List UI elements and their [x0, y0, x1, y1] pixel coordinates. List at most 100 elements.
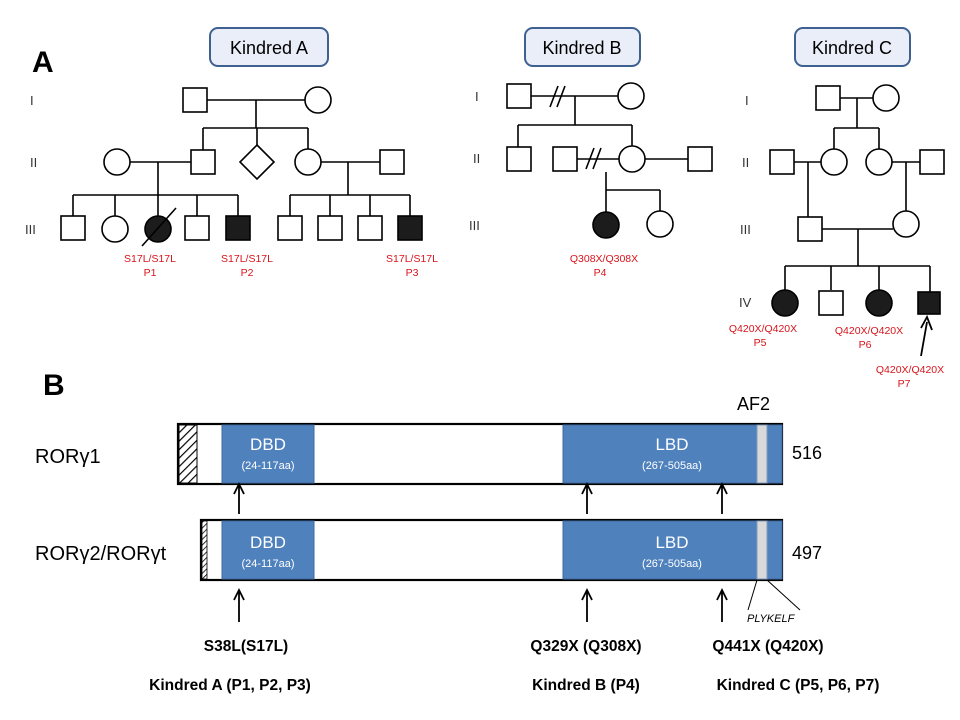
affected-female-symbol: [592, 211, 620, 239]
affected-male-symbol: [917, 291, 941, 315]
female-symbol: [103, 148, 131, 176]
af2-region: [756, 520, 768, 580]
mutation-label-3: Q441X (Q420X): [712, 638, 823, 655]
genotype-p2: S17L/S17L: [221, 253, 273, 265]
dbd-range-2: (24-117aa): [242, 558, 295, 570]
panel-b-label: B: [43, 369, 65, 402]
pedigree-kindred-a: [60, 86, 423, 247]
patient-id-p5: P5: [754, 337, 767, 349]
genotype-p1: S17L/S17L: [124, 253, 176, 265]
male-symbol: [687, 146, 713, 172]
deceased-slash: [141, 207, 177, 247]
male-symbol: [60, 215, 86, 241]
isoform-name-2: RORγ2/RORγt: [35, 543, 167, 565]
male-symbol: [769, 149, 795, 175]
generation-label-c-4: IV: [739, 295, 752, 310]
male-symbol: [379, 149, 405, 175]
female-symbol: [820, 148, 848, 176]
plykelf-callout-lines: [747, 579, 801, 611]
kindred-c-title: Kindred C: [794, 27, 911, 67]
genotype-p7: Q420X/Q420X: [876, 364, 944, 376]
patient-id-p4: P4: [594, 267, 607, 279]
plykelf-label: PLYKELF: [747, 613, 796, 625]
n-terminal-region: [178, 424, 198, 484]
female-symbol: [304, 86, 332, 114]
pedigree-kindred-c: [769, 84, 945, 357]
patient-id-p2: P2: [241, 267, 254, 279]
n-terminal-region: [201, 520, 208, 580]
dbd-domain: [221, 520, 315, 580]
dbd-label-1: DBD: [250, 435, 286, 454]
generation-label-b-1: I: [475, 89, 479, 104]
affected-male-symbol: [225, 215, 251, 241]
kindred-a-title-text: Kindred A: [230, 38, 308, 58]
isoform-name-1: RORγ1: [35, 446, 101, 468]
kindred-a-title: Kindred A: [209, 27, 329, 67]
affected-female-symbol: [771, 289, 799, 317]
panel-a-label: A: [32, 46, 54, 79]
kindred-b-title-text: Kindred B: [542, 38, 621, 58]
lbd-range-1: (267-505aa): [642, 460, 702, 472]
proband-arrow: [920, 314, 933, 357]
male-symbol: [797, 216, 823, 242]
generation-label-a-3: III: [25, 222, 36, 237]
male-symbol: [357, 215, 383, 241]
affected-male-symbol: [397, 215, 423, 241]
patient-id-p7: P7: [898, 378, 911, 390]
generation-label-a-1: I: [30, 93, 34, 108]
male-symbol: [277, 215, 303, 241]
lbd-domain: [562, 520, 783, 580]
lbd-label-1: LBD: [655, 435, 688, 454]
female-symbol: [872, 84, 900, 112]
dbd-label-2: DBD: [250, 533, 286, 552]
patient-id-p1: P1: [144, 267, 157, 279]
lbd-domain: [562, 424, 783, 484]
male-symbol: [190, 149, 216, 175]
kindred-label-1: Kindred A (P1, P2, P3): [149, 677, 311, 694]
male-symbol: [552, 146, 578, 172]
generation-label-a-2: II: [30, 155, 37, 170]
genotype-p3: S17L/S17L: [386, 253, 438, 265]
patient-id-p3: P3: [406, 267, 419, 279]
af2-region: [756, 424, 768, 484]
mutation-arrows-bottom: [233, 587, 728, 622]
mutation-arrows-top: [233, 481, 728, 514]
kindred-c-title-text: Kindred C: [812, 38, 892, 58]
female-symbol: [646, 210, 674, 238]
male-symbol: [182, 87, 208, 113]
generation-label-b-3: III: [469, 218, 480, 233]
female-symbol: [101, 215, 129, 243]
generation-label-c-3: III: [740, 222, 751, 237]
patient-id-p6: P6: [859, 339, 872, 351]
mutation-label-2: Q329X (Q308X): [530, 638, 641, 655]
genotype-p5: Q420X/Q420X: [729, 323, 797, 335]
female-symbol: [617, 82, 645, 110]
genotype-p4: Q308X/Q308X: [570, 253, 638, 265]
male-symbol: [317, 215, 343, 241]
generation-label-c-1: I: [745, 93, 749, 108]
isoform-length-1: 516: [792, 443, 822, 463]
male-symbol: [506, 83, 532, 109]
kindred-label-2: Kindred B (P4): [532, 677, 640, 694]
affected-female-symbol: [865, 289, 893, 317]
unknown-sex-symbol: [238, 143, 276, 181]
mutation-label-1: S38L(S17L): [204, 638, 288, 655]
female-symbol: [294, 148, 322, 176]
pedigree-kindred-b: [506, 82, 713, 239]
female-symbol: [865, 148, 893, 176]
kindred-label-3: Kindred C (P5, P6, P7): [717, 677, 880, 694]
female-symbol: [618, 145, 646, 173]
male-symbol: [184, 215, 210, 241]
generation-label-c-2: II: [742, 155, 749, 170]
male-symbol: [506, 146, 532, 172]
male-symbol: [919, 149, 945, 175]
isoform-ror-gamma-2: [199, 518, 784, 582]
lbd-range-2: (267-505aa): [642, 558, 702, 570]
af2-label: AF2: [737, 394, 770, 414]
isoform-length-2: 497: [792, 543, 822, 563]
male-symbol: [815, 85, 841, 111]
genotype-p6: Q420X/Q420X: [835, 325, 903, 337]
generation-label-b-2: II: [473, 151, 480, 166]
isoform-ror-gamma-1: [176, 422, 784, 486]
